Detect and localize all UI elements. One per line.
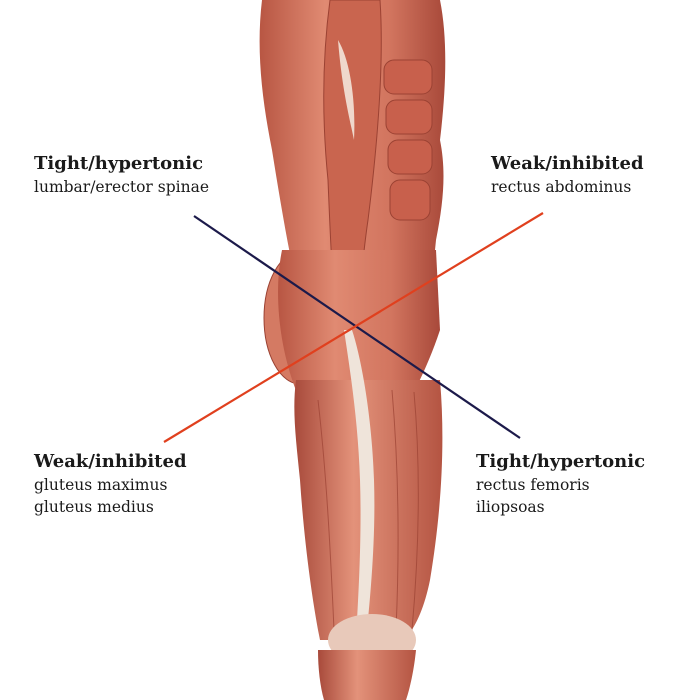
label-muscle: lumbar/erector spinae	[34, 178, 209, 196]
label-muscle: rectus femoris	[476, 476, 590, 494]
label-tight-femoris: Tight/hypertonic rectus femoris iliopsoa…	[476, 450, 645, 518]
abdominal-muscles	[383, 59, 433, 221]
tight-indicator-line	[193, 215, 521, 439]
lower-leg-shape	[318, 650, 416, 700]
label-weak-gluteus: Weak/inhibited gluteus maximus gluteus m…	[34, 450, 187, 518]
label-muscle: rectus abdominus	[491, 178, 632, 196]
arm-highlight	[338, 40, 355, 140]
label-tight-lumbar: Tight/hypertonic lumbar/erector spinae	[34, 152, 209, 198]
weak-indicator-line	[163, 212, 544, 443]
label-muscle: gluteus maximus	[34, 476, 168, 494]
label-muscle: gluteus medius	[34, 498, 154, 516]
label-weak-abdominus: Weak/inhibited rectus abdominus	[491, 152, 644, 198]
label-heading: Tight/hypertonic	[34, 153, 204, 174]
label-muscle: iliopsoas	[476, 498, 545, 516]
thigh-striations	[317, 389, 419, 631]
label-heading: Weak/inhibited	[491, 153, 644, 174]
tendon-strip	[344, 330, 375, 640]
label-heading: Tight/hypertonic	[476, 451, 646, 472]
label-heading: Weak/inhibited	[34, 451, 187, 472]
